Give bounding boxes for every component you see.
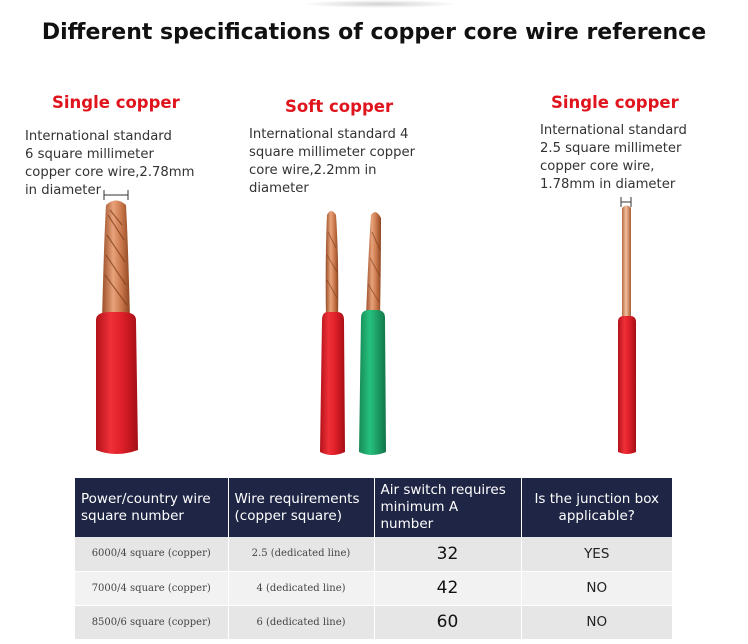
page-title: Different specifications of copper core … — [41, 20, 707, 45]
cell-amps: 42 — [374, 571, 522, 606]
cell-junction: YES — [521, 537, 672, 572]
wire-3-description: International standard 2.5 square millim… — [540, 123, 687, 192]
header-wire-requirements: Wire requirements (copper square) — [228, 478, 375, 537]
cell-wire: 2.5 (dedicated line) — [228, 537, 375, 572]
cell-wire: 4 (dedicated line) — [228, 571, 375, 606]
cell-power: 7000/4 square (copper) — [75, 571, 229, 606]
cell-amps: 60 — [374, 605, 522, 640]
wire-illustrations — [96, 190, 636, 455]
header-junction-box: Is the junction box applicable? — [521, 478, 672, 537]
wire-3-graphic — [618, 197, 636, 454]
wire-1-graphic — [96, 190, 138, 454]
wire-1-title: Single copper — [52, 93, 180, 112]
cell-amps: 32 — [374, 537, 522, 572]
spec-table: Power/country wire square number Wire re… — [75, 478, 672, 640]
wire-2-description: International standard 4 square millimet… — [249, 127, 416, 196]
cell-power: 6000/4 square (copper) — [75, 537, 229, 572]
wire-2-graphic — [320, 211, 386, 455]
table-row: 7000/4 square (copper) 4 (dedicated line… — [75, 571, 672, 606]
cell-junction: NO — [521, 605, 672, 640]
top-shadow-decoration — [300, 0, 460, 8]
wire-3-title: Single copper — [551, 93, 679, 112]
table-row: 6000/4 square (copper) 2.5 (dedicated li… — [75, 537, 672, 572]
header-air-switch: Air switch requires minimum A number — [374, 478, 522, 537]
wire-2-title: Soft copper — [285, 97, 394, 116]
wire-1-description: International standard 6 square millimet… — [25, 129, 195, 198]
cell-power: 8500/6 square (copper) — [75, 605, 229, 640]
header-power: Power/country wire square number — [75, 478, 229, 537]
cell-wire: 6 (dedicated line) — [228, 605, 375, 640]
cell-junction: NO — [521, 571, 672, 606]
table-header-row: Power/country wire square number Wire re… — [75, 478, 672, 537]
table-row: 8500/6 square (copper) 6 (dedicated line… — [75, 605, 672, 640]
